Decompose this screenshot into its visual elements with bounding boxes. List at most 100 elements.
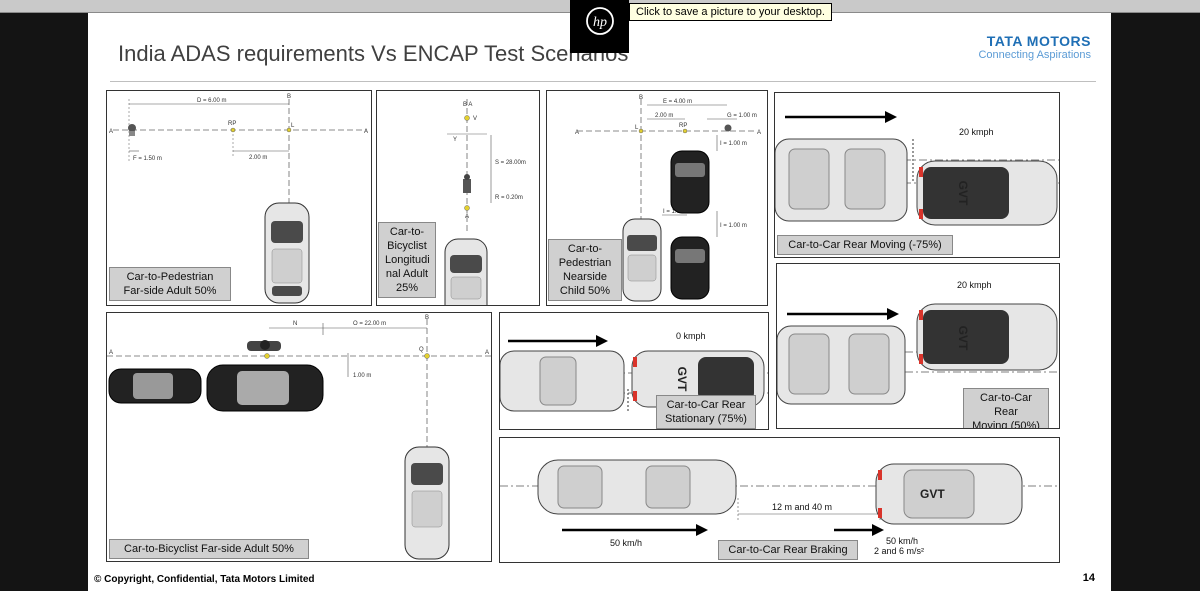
- caption-line-1: Car-to-Car Rear: [980, 392, 1032, 418]
- label-a-right: A: [364, 129, 368, 135]
- bicyclist-farside-diagram: N O = 22.00 m 1.00 m A A B Q: [107, 315, 491, 560]
- obstruction-car-1: [108, 368, 202, 404]
- label-rp: RP: [228, 121, 236, 127]
- label-a-left: A: [109, 129, 113, 135]
- label-2m: 2.00 m: [655, 113, 673, 119]
- caption-rear-moving-75: Car-to-Car Rear Moving (-75%): [777, 235, 953, 255]
- label-e: E = 4.00 m: [663, 99, 692, 105]
- speed-right-label: 50 km/h: [886, 536, 918, 546]
- panel-bicyclist-farside: N O = 22.00 m 1.00 m A A B Q: [106, 312, 492, 562]
- obstruction-car-2: [670, 236, 710, 300]
- caption-rear-braking: Car-to-Car Rear Braking: [718, 540, 858, 560]
- save-picture-tooltip: Click to save a picture to your desktop.: [629, 3, 832, 21]
- caption-line-3: Nearside: [562, 271, 608, 283]
- caption-line-1: Car-to-: [567, 243, 603, 255]
- label-v: V: [473, 116, 477, 122]
- label-o: O = 22.00 m: [353, 321, 386, 327]
- label-1m: 1.00 m: [353, 373, 371, 379]
- title-divider: [110, 81, 1096, 82]
- label-b: B: [425, 315, 429, 321]
- test-car-side-view: [537, 459, 737, 515]
- caption-line-2: Pedestrian: [558, 257, 612, 269]
- label-i-top: I = 1.00 m: [720, 141, 747, 147]
- obstruction-car-2: [206, 364, 324, 412]
- rear-braking-diagram: 12 m and 40 m 50 km/h 50 km/h 2 and 6 m/…: [500, 459, 1059, 556]
- page-number: 14: [1082, 572, 1095, 584]
- rear-moving-75-diagram: 20 kmph GVT: [775, 111, 1059, 226]
- label-r: R = 0.20m: [495, 195, 523, 201]
- panel-rear-moving-50: 20 kmph GVT Car-to-Car Rear Moving (50%): [776, 263, 1060, 429]
- label-a-left: A: [575, 130, 579, 136]
- gvt-label: GVT: [956, 181, 970, 206]
- hp-logo-icon: hp: [586, 7, 614, 35]
- caption-pedestrian-nearside: Car-to- Pedestrian Nearside Child 50%: [548, 239, 622, 301]
- label-a-right: A: [485, 350, 489, 356]
- caption-line-1: Car-to-: [389, 226, 425, 238]
- label-l: L: [635, 125, 639, 131]
- gvt-target-car: GVT: [916, 160, 1058, 226]
- label-g: G = 1.00 m: [727, 113, 757, 119]
- panel-rear-moving-75: 20 kmph GVT Car-to-Car Rear Moving (-75%…: [774, 92, 1060, 258]
- label-l: L: [291, 123, 295, 129]
- gvt-label: GVT: [920, 487, 945, 501]
- label-f: F = 1.50 m: [133, 156, 162, 162]
- speed-label: 20 kmph: [957, 280, 992, 290]
- panel-bicyclist-longitudinal: B A V Y S = 28.00m R = 0.20m A Car-to- B…: [376, 90, 540, 306]
- caption-line-2: Bicyclist: [387, 240, 427, 252]
- panel-pedestrian-nearside: E = 4.00 m 2.00 m G = 1.00 m I = 1.00 m …: [546, 90, 768, 306]
- caption-line-2: Stationary (75%): [665, 413, 747, 425]
- brand-tagline: Connecting Aspirations: [978, 49, 1091, 61]
- panel-pedestrian-farside: D = 6.00 m F = 1.50 m 2.00 m A A B RP L …: [106, 90, 372, 306]
- test-car-top-view: [404, 446, 450, 560]
- right-dark-margin: [1111, 13, 1200, 591]
- gvt-target-car: GVT: [875, 463, 1023, 525]
- obstruction-car-1: [670, 150, 710, 214]
- caption-bicyclist-longitudinal: Car-to- Bicyclist Longitudi nal Adult 25…: [378, 222, 436, 298]
- gvt-label: GVT: [675, 367, 689, 392]
- caption-line-2: Moving (50%): [972, 420, 1040, 429]
- label-y: Y: [453, 137, 457, 143]
- caption-line-5: 25%: [395, 282, 419, 294]
- caption-rear-moving-50: Car-to-Car Rear Moving (50%): [963, 388, 1049, 429]
- test-car-top-view: [264, 202, 310, 304]
- caption-rear-stationary: Car-to-Car Rear Stationary (75%): [656, 395, 756, 429]
- label-b: B: [639, 95, 643, 101]
- caption-line-1: Car-to-Car Rear: [666, 399, 746, 411]
- brand-block: TATA MOTORS Connecting Aspirations: [978, 33, 1091, 61]
- caption-line-4: nal Adult: [385, 268, 429, 280]
- test-car-side-view: [777, 325, 906, 405]
- slide: India ADAS requirements Vs ENCAP Test Sc…: [88, 13, 1111, 591]
- test-car-top-view: [444, 238, 488, 305]
- label-d: D = 6.00 m: [197, 98, 227, 104]
- bicyclist-longitudinal-diagram: B A V Y S = 28.00m R = 0.20m A: [444, 99, 526, 305]
- label-2m: 2.00 m: [249, 155, 267, 161]
- gvt-target-car: GVT: [916, 303, 1058, 371]
- caption-bicyclist-farside: Car-to-Bicyclist Far-side Adult 50%: [109, 539, 309, 559]
- panel-rear-braking: 12 m and 40 m 50 km/h 50 km/h 2 and 6 m/…: [499, 437, 1060, 563]
- caption-line-1: Car-to-Pedestrian: [126, 271, 214, 283]
- label-a-right: A: [757, 130, 761, 136]
- test-car-side-view: [500, 350, 625, 412]
- test-car-side-view: [775, 138, 908, 222]
- hp-logo-text: hp: [593, 15, 607, 30]
- decel-label: 2 and 6 m/s²: [874, 546, 924, 556]
- test-car-top-view: [622, 218, 662, 302]
- rear-moving-50-diagram: 20 kmph GVT: [777, 280, 1059, 405]
- caption-line-3: Longitudi: [385, 254, 430, 266]
- label-ba: B A: [463, 102, 472, 108]
- brand-name: TATA MOTORS: [986, 33, 1091, 49]
- label-n: N: [293, 321, 297, 327]
- label-q: Q: [419, 347, 424, 353]
- slide-title: India ADAS requirements Vs ENCAP Test Sc…: [118, 41, 629, 66]
- label-i-bottom: I = 1.00 m: [720, 223, 747, 229]
- left-dark-margin: [0, 13, 88, 591]
- hp-logo[interactable]: hp: [570, 0, 629, 53]
- speed-left-label: 50 km/h: [610, 538, 642, 548]
- caption-line-2: Far-side Adult 50%: [123, 285, 217, 297]
- speed-label: 0 kmph: [676, 331, 706, 341]
- label-b: B: [287, 94, 291, 100]
- footer-copyright: © Copyright, Confidential, Tata Motors L…: [94, 574, 315, 585]
- label-a: A: [465, 214, 469, 220]
- pedestrian-farside-diagram: D = 6.00 m F = 1.50 m 2.00 m A A B RP L: [109, 94, 368, 304]
